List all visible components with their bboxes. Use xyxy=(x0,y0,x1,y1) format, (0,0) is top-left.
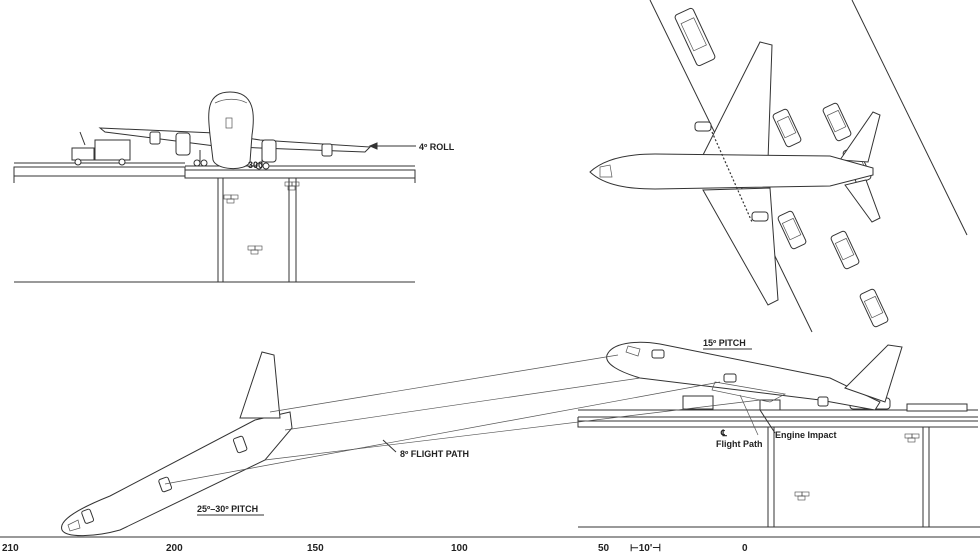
fin-tip xyxy=(225,117,233,129)
axis-tick-150: 150 xyxy=(307,543,324,554)
aircraft-wing-lower xyxy=(702,187,779,306)
axis-tick-0: 0 xyxy=(742,543,748,554)
overpass-pillar-side-right xyxy=(922,427,930,527)
distance-axis: 210 200 150 100 50 0 ⊢10'⊣ xyxy=(2,543,748,554)
flight-path-leader xyxy=(382,439,397,453)
aircraft-fuselage-plan xyxy=(589,153,874,190)
road-edge-right xyxy=(851,0,968,236)
aircraft-15-pitch xyxy=(606,341,903,411)
aircraft-fuselage-front xyxy=(208,91,254,169)
flight-path-centerline-symbol: ℄ xyxy=(720,428,727,438)
ground-vehicle xyxy=(71,131,131,166)
overpass-pillar-right xyxy=(288,178,297,282)
flight-path-lines xyxy=(164,354,761,485)
engine-plan-upper xyxy=(694,121,712,132)
side-elevation-view: 15º PITCH 25º–30º PITCH 8º FLIGHT PATH ℄… xyxy=(0,338,980,554)
axis-tick-210: 210 xyxy=(2,543,19,554)
engine-plan-lower xyxy=(751,211,769,222)
axis-tick-50: 50 xyxy=(598,543,610,554)
tail-stabilizer-lower xyxy=(844,179,881,223)
brick-patch-side xyxy=(794,433,920,501)
overpass-deck xyxy=(13,166,416,183)
flight-path-label: Flight Path xyxy=(716,439,763,449)
aircraft-25-30-pitch xyxy=(61,351,293,537)
impact-line-plan xyxy=(711,131,753,223)
overpass-pillar-side-left xyxy=(767,427,775,527)
pitch-15-label: 15º PITCH xyxy=(703,338,746,348)
plan-view xyxy=(589,0,968,333)
flight-path-8-label: 8º FLIGHT PATH xyxy=(400,449,469,459)
tail-stabilizer-upper xyxy=(839,111,881,163)
overpass-pillar-left xyxy=(217,178,224,282)
roll-label: 4º ROLL xyxy=(419,142,455,152)
overpass-deck-side xyxy=(577,409,978,428)
axis-tick-200: 200 xyxy=(166,543,183,554)
scale-bar: ⊢10'⊣ xyxy=(630,543,661,554)
aircraft-engines xyxy=(149,131,333,163)
engine-impact-label: Engine Impact xyxy=(775,430,837,440)
front-elevation-view: 300 4º ROLL xyxy=(13,91,455,283)
landing-gear xyxy=(193,150,270,170)
tail-number: 300 xyxy=(248,160,263,170)
pitch-25-30-label: 25º–30º PITCH xyxy=(197,504,258,514)
brick-patch xyxy=(223,181,300,255)
axis-tick-100: 100 xyxy=(451,543,468,554)
